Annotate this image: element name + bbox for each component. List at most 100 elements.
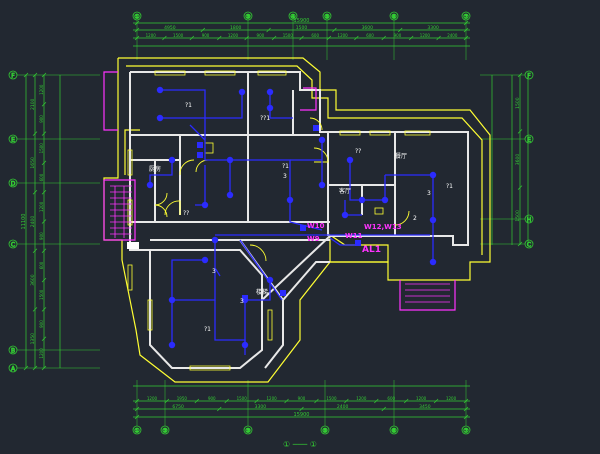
room-label-stair: 楼梯	[256, 288, 268, 296]
dimension-segment-bottom: 2400	[337, 404, 349, 410]
dimension-tick	[32, 131, 38, 136]
light-fixtures	[146, 86, 437, 349]
room-label-f: ??	[355, 148, 361, 155]
dimension-detail-bottom: 1500	[326, 396, 337, 401]
dimension-lines	[25, 22, 529, 418]
dimension-tick	[436, 35, 441, 41]
dimension-tick	[433, 398, 439, 404]
dimension-tick	[164, 398, 170, 404]
axis-label: ⑥	[391, 428, 396, 435]
dimension-tick	[32, 248, 38, 254]
dimension-detail-left: 1200	[39, 201, 44, 212]
axis-label: ③	[245, 428, 250, 435]
dimension-detail-top: 1200	[228, 33, 239, 38]
dimension-detail-bottom: 900	[298, 396, 306, 401]
dimension-tick	[381, 35, 386, 41]
sub-label-b: 2	[413, 215, 417, 222]
dimension-tick	[41, 102, 47, 107]
dimension-detail-bottom: 1200	[416, 396, 427, 401]
circuit-label-w11: W11	[345, 232, 363, 240]
dimension-detail-top: 900	[257, 33, 265, 38]
room-label-c: ?1	[282, 163, 289, 170]
dimension-tick	[314, 398, 319, 404]
dimension-detail-top: 1500	[173, 33, 184, 38]
dimension-detail-top: 2400	[447, 33, 458, 38]
dimension-tick	[32, 189, 38, 195]
room-label-e: ??	[183, 210, 189, 217]
room-label-a: ?1	[185, 102, 192, 109]
circuit-label-w9: W9	[307, 235, 320, 243]
stairs	[110, 185, 450, 303]
dimension-tick	[32, 307, 38, 312]
dimension-detail-top: 1200	[420, 33, 431, 38]
dimension-tick	[41, 336, 47, 341]
dimension-tick	[200, 27, 206, 33]
dimension-tick	[326, 35, 332, 41]
dimension-tick	[354, 35, 359, 41]
sub-label-c: 3	[427, 190, 431, 197]
axis-label: ④	[290, 14, 295, 21]
wall-details	[127, 70, 431, 371]
dimension-tick	[41, 277, 47, 283]
dimension-tick	[224, 398, 229, 404]
room-label-living: ?1	[204, 326, 211, 333]
dimension-segment-left: 2400	[30, 216, 36, 228]
axis-label: C	[527, 242, 531, 249]
axis-label: ⑦	[463, 14, 469, 21]
dimension-tick	[408, 35, 414, 41]
dimension-segment-left: 1650	[30, 157, 36, 169]
dimension-tick	[194, 398, 200, 404]
dimension-detail-left: 1200	[39, 84, 44, 95]
circuit-labels: W10 W9 W11 W12,W13 AL1	[307, 222, 402, 255]
dimension-tick	[189, 35, 195, 41]
magenta-features	[103, 71, 456, 311]
axis-label: ⑤	[324, 14, 329, 21]
dimension-detail-bottom: 900	[208, 396, 216, 401]
panel-label-al1: AL1	[362, 245, 381, 255]
room-label-b: ??1	[260, 115, 270, 122]
dimension-segment-top: 1500	[296, 25, 308, 31]
axis-label: ⑥	[391, 14, 396, 21]
axis-label: F	[11, 73, 15, 80]
dimension-segment-bottom: 6750	[172, 404, 184, 410]
room-label-d: ?1	[446, 183, 453, 190]
dimension-segment-right: 1500	[515, 210, 521, 222]
dimension-segment-right: 3600	[515, 154, 521, 166]
axis-label: ②	[162, 428, 168, 435]
dimension-detail-top: 900	[394, 33, 402, 38]
dimension-detail-top: 1500	[283, 33, 294, 38]
dimension-segment-bottom: 3300	[255, 404, 267, 410]
axis-label: E	[527, 137, 531, 144]
room-label-hall: 客厅	[339, 187, 351, 195]
circuit-label-w10: W10	[307, 222, 325, 230]
axis-label: ⑦	[463, 428, 469, 435]
sub-label-d: 3	[212, 268, 216, 275]
dimension-detail-bottom: 600	[387, 396, 395, 401]
drawing-title: ① ─── ①	[283, 440, 317, 449]
dimension-total-bottom: 15900	[294, 412, 310, 418]
dimension-detail-top: 1200	[338, 33, 349, 38]
dimension-tick	[41, 189, 47, 195]
axis-label: ③	[245, 14, 250, 21]
dimension-tick	[332, 27, 337, 33]
dimension-tick	[41, 131, 47, 136]
axis-label: A	[11, 366, 16, 373]
dimension-detail-top: 900	[202, 33, 210, 38]
axis-label: ①	[134, 428, 139, 435]
dimension-detail-bottom: 1200	[446, 396, 457, 401]
dimension-segment-top: 3600	[362, 25, 374, 31]
dimension-segment-left: 1350	[30, 333, 36, 345]
dimension-detail-left: 1500	[39, 143, 44, 154]
dimension-tick	[254, 398, 259, 404]
dimension-detail-left: 1500	[39, 289, 44, 300]
dimension-detail-bottom: 1200	[266, 396, 277, 401]
dimension-tick	[403, 398, 409, 404]
dimension-tick	[299, 35, 304, 41]
dimension-segment-top: 1800	[230, 25, 242, 31]
dimension-detail-left: 900	[39, 320, 44, 328]
dimension-tick	[41, 219, 47, 224]
